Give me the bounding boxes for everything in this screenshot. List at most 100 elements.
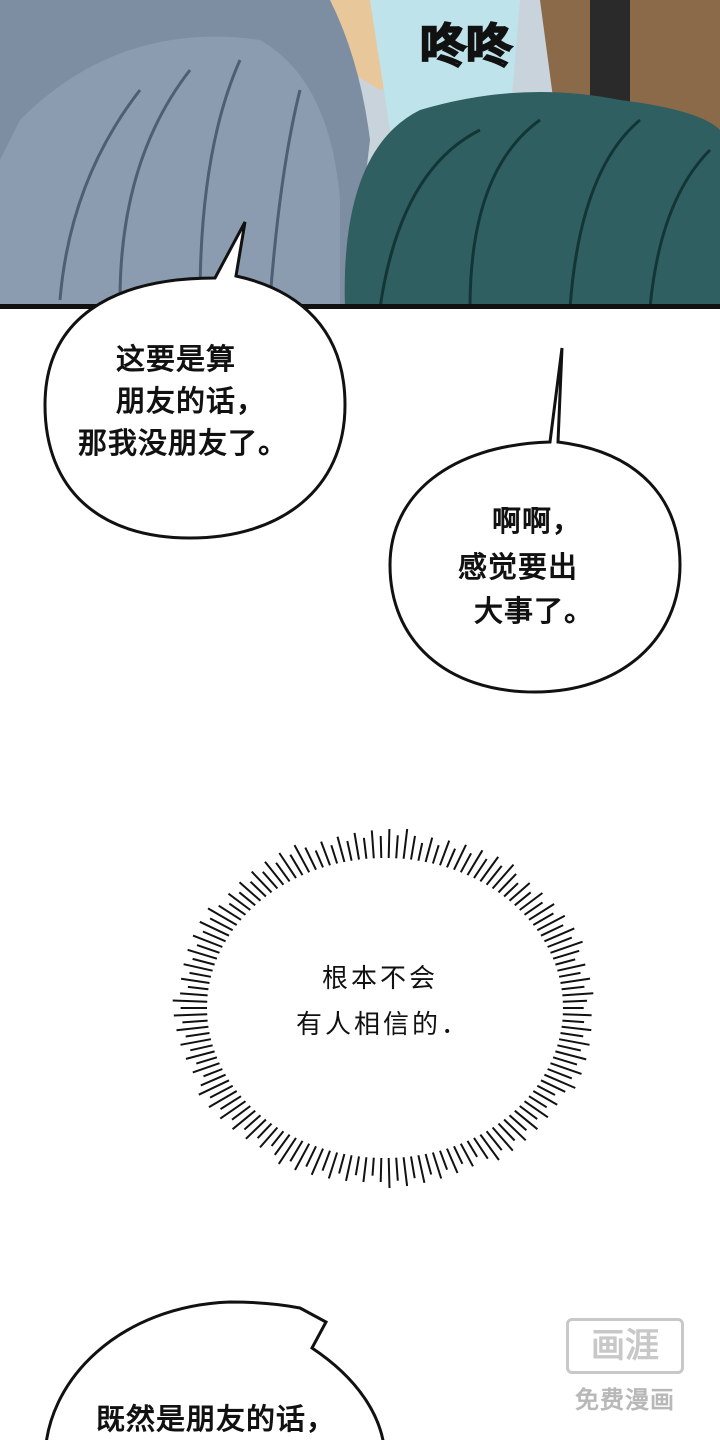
burst-line bbox=[273, 1134, 291, 1156]
burst-line bbox=[497, 873, 517, 894]
burst-line bbox=[231, 1109, 256, 1130]
burst-line bbox=[338, 1153, 346, 1174]
burst-line bbox=[439, 840, 451, 866]
speech-bubble-3 bbox=[45, 1300, 385, 1440]
burst-line bbox=[514, 1109, 539, 1130]
burst-line bbox=[387, 828, 391, 859]
burst-line bbox=[256, 1122, 273, 1139]
burst-line bbox=[514, 891, 532, 907]
burst-line bbox=[558, 971, 581, 978]
burst-line bbox=[453, 1145, 464, 1165]
burst-line bbox=[508, 882, 531, 902]
watermark-subtitle: 免费漫画 bbox=[575, 1386, 675, 1414]
watermark: 画涯 免费漫画 bbox=[562, 1318, 688, 1418]
burst-line bbox=[185, 1032, 210, 1038]
burst-line bbox=[550, 1062, 582, 1075]
burst-line bbox=[431, 1152, 443, 1179]
burst-line bbox=[182, 1019, 208, 1024]
burst-line bbox=[336, 836, 346, 863]
burst-line bbox=[410, 835, 416, 860]
burst-line bbox=[278, 852, 297, 879]
burst-line bbox=[519, 1105, 538, 1120]
burst-line bbox=[262, 871, 279, 890]
burst-line bbox=[560, 1032, 584, 1038]
burst-line bbox=[536, 914, 566, 932]
burst-line bbox=[249, 880, 267, 898]
panel-border bbox=[0, 304, 720, 309]
burst-line bbox=[439, 1150, 449, 1171]
burst-line bbox=[320, 841, 331, 866]
burst-line bbox=[562, 1019, 585, 1024]
burst-line bbox=[485, 865, 503, 886]
burst-line bbox=[528, 903, 555, 921]
burst-line bbox=[424, 837, 434, 863]
burst-line bbox=[187, 985, 209, 991]
burst-line bbox=[370, 830, 375, 859]
burst-line bbox=[327, 1152, 339, 1179]
burst-line bbox=[485, 1130, 503, 1151]
bubble-1-line-2: 朋友的话， bbox=[116, 384, 267, 418]
burst-line bbox=[371, 1157, 375, 1176]
burst-line bbox=[557, 1044, 582, 1052]
bubble-2-line-3: 大事了。 bbox=[474, 594, 595, 628]
burst-line bbox=[353, 832, 360, 860]
burst-line bbox=[245, 1118, 267, 1140]
burst-line bbox=[410, 1156, 416, 1179]
burst-line bbox=[198, 1079, 230, 1096]
burst-line bbox=[555, 958, 576, 966]
burst-line bbox=[557, 963, 586, 972]
burst-line bbox=[446, 1148, 459, 1174]
burst-line bbox=[264, 861, 285, 886]
bubble-1-line-3: 那我没朋友了。 bbox=[78, 426, 289, 460]
burst-line bbox=[321, 1150, 331, 1171]
burst-line bbox=[558, 1038, 590, 1046]
burst-line bbox=[238, 891, 256, 907]
burst-line bbox=[395, 1157, 399, 1181]
burst-line bbox=[208, 1090, 238, 1108]
burst-line bbox=[560, 977, 591, 984]
burst-line bbox=[379, 1157, 383, 1183]
top-illustration-panel: 咚咚 bbox=[0, 0, 720, 308]
burst-line bbox=[491, 1126, 514, 1152]
burst-line bbox=[305, 1145, 317, 1168]
burst-line bbox=[552, 949, 580, 960]
burst-line bbox=[192, 957, 215, 966]
thought-line-1: 根本不会 bbox=[322, 964, 439, 994]
watermark-logo: 画涯 bbox=[566, 1318, 684, 1374]
burst-line bbox=[209, 917, 234, 932]
burst-line bbox=[192, 1062, 220, 1074]
burst-line bbox=[536, 1084, 556, 1096]
burst-line bbox=[185, 1050, 215, 1060]
burst-line bbox=[523, 1100, 549, 1119]
burst-line bbox=[183, 963, 213, 972]
burst-line bbox=[270, 1130, 285, 1147]
burst-line bbox=[473, 1137, 489, 1160]
burst-line bbox=[293, 844, 311, 873]
thought-burst bbox=[172, 828, 594, 1189]
burst-line bbox=[479, 856, 500, 882]
burst-line bbox=[277, 1137, 297, 1165]
burst-line bbox=[196, 1056, 218, 1065]
burst-line bbox=[189, 971, 212, 978]
burst-line bbox=[424, 1153, 433, 1175]
burst-line bbox=[497, 1122, 516, 1142]
burst-line bbox=[561, 985, 585, 991]
burst-line bbox=[431, 844, 440, 864]
burst-line bbox=[227, 892, 251, 911]
burst-line bbox=[289, 854, 304, 876]
burst-line bbox=[528, 1095, 548, 1109]
burst-line bbox=[417, 842, 424, 861]
burst-line bbox=[180, 977, 210, 984]
burst-line bbox=[417, 1155, 426, 1184]
burst-line bbox=[202, 930, 226, 943]
burst-line bbox=[523, 901, 544, 916]
burst-line bbox=[330, 844, 339, 864]
burst-line bbox=[473, 858, 488, 879]
burst-line bbox=[192, 934, 223, 948]
burst-line bbox=[196, 944, 220, 954]
burst-line bbox=[459, 1143, 474, 1167]
burst-line bbox=[453, 844, 467, 871]
burst-line bbox=[508, 1114, 528, 1131]
burst-line bbox=[547, 936, 573, 948]
